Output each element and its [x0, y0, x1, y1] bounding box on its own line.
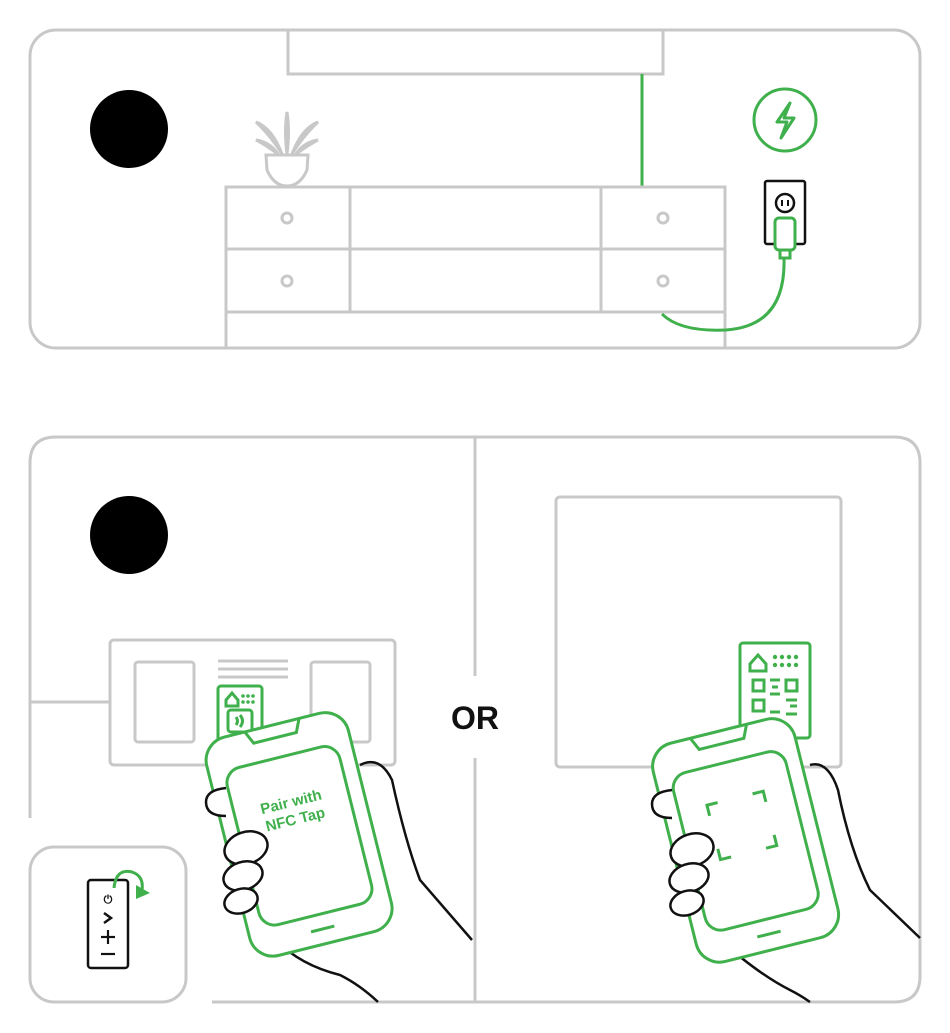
tv-screen — [288, 30, 663, 74]
or-separator: OR — [451, 700, 499, 736]
svg-text:⏻: ⏻ — [104, 893, 113, 906]
step-marker-1 — [90, 90, 168, 168]
step-two-panel: OR — [30, 437, 920, 1002]
power-outlet-icon — [765, 181, 805, 258]
qr-option — [556, 497, 920, 1002]
phone-nfc: Pair with NFC Tap — [201, 708, 397, 962]
switch-left — [135, 662, 194, 742]
step-one-panel — [30, 30, 920, 348]
step-marker-2 — [90, 496, 168, 574]
power-cable — [662, 258, 784, 330]
remote-panel: ⏻ — [30, 847, 186, 1002]
lightning-bolt-icon — [754, 89, 816, 151]
tv-console — [226, 187, 725, 348]
remote-control-icon: ⏻ — [88, 871, 150, 968]
potted-plant-icon — [256, 112, 318, 186]
